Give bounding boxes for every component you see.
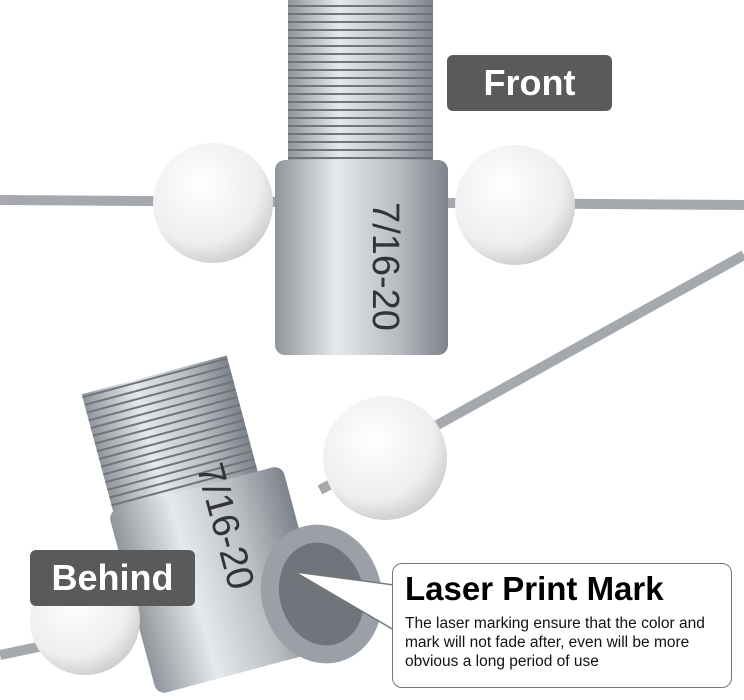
callout-body: The laser marking ensure that the color …: [405, 615, 705, 670]
top-fitting: [275, 0, 448, 355]
bottom-fitting: [81, 355, 383, 693]
callout-title: Laser Print Mark: [405, 570, 664, 607]
front-label: Front: [447, 55, 612, 111]
ball-left: [153, 143, 273, 263]
engraving-top: 7/16-20: [363, 202, 406, 331]
behind-label: Behind: [30, 550, 195, 606]
laser-print-callout: Laser Print Mark The laser marking ensur…: [392, 563, 732, 688]
ball-bottom-right: [323, 396, 447, 520]
ball-right: [455, 145, 575, 265]
